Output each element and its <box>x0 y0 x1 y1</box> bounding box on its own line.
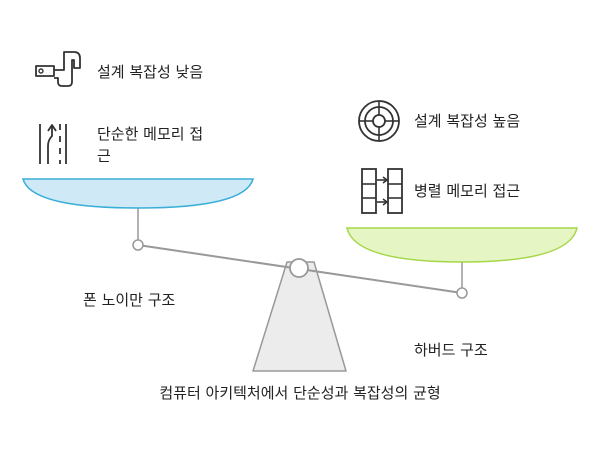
right-joint <box>456 287 468 299</box>
feature-label: 단순한 메모리 접 <box>97 125 204 143</box>
left-pan <box>22 178 254 209</box>
fulcrum <box>252 261 347 372</box>
pivot-circle <box>289 258 309 278</box>
diagram-caption: 컴퓨터 아키텍처에서 단순성과 복잡성의 균형 <box>159 384 441 402</box>
feature-label-continued: 근 <box>97 147 111 165</box>
feature-label: 병렬 메모리 접근 <box>414 182 521 200</box>
parallel-memory-icon <box>361 168 403 214</box>
simple-pipe-icon <box>34 46 82 90</box>
feature-label: 설계 복잡성 높음 <box>414 112 521 130</box>
single-path-memory-icon <box>38 122 68 166</box>
harvard-label: 하버드 구조 <box>414 341 488 359</box>
feature-label: 설계 복잡성 낮음 <box>97 63 204 81</box>
left-joint <box>132 239 144 251</box>
right-pan <box>346 227 578 263</box>
von-neumann-label: 폰 노이만 구조 <box>83 291 176 309</box>
complex-target-icon <box>357 99 401 143</box>
